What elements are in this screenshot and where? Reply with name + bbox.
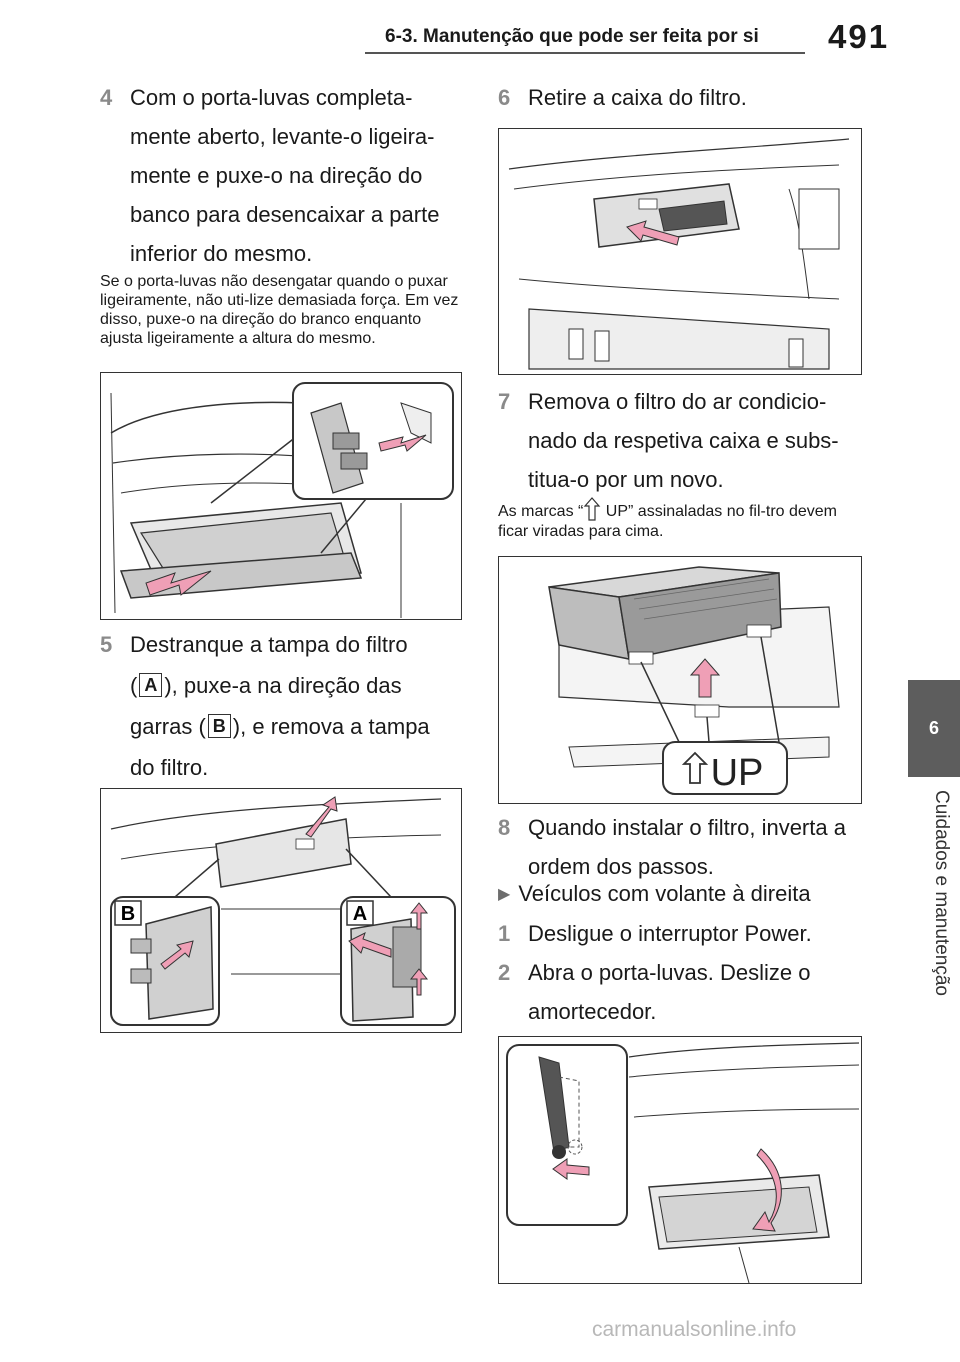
label-badge-b: B <box>207 714 231 738</box>
step-number: 2 <box>498 960 511 985</box>
step-number: 8 <box>498 815 511 840</box>
bullet-text: Veículos com volante à direita <box>518 881 811 906</box>
step-text: Retire a caixa do filtro. <box>528 85 747 110</box>
up-arrow-icon <box>584 497 601 521</box>
step-number: 6 <box>498 85 511 110</box>
chapter-tab[interactable]: 6 <box>908 680 960 777</box>
step-number: 5 <box>100 632 113 657</box>
step5-line1: Destranque a tampa do filtro <box>130 632 408 657</box>
step-number: 7 <box>498 389 511 414</box>
note-up-marks-after: UP” assinaladas no fil-tro devem ficar v… <box>498 503 838 540</box>
step-6: 6 Retire a caixa do filtro. <box>498 78 860 117</box>
page-header: 6-3. Manutenção que pode ser feita por s… <box>0 0 960 62</box>
step5-line3b: ), e remova a tampa <box>232 714 430 739</box>
step-text: Desligue o interruptor Power. <box>528 921 812 946</box>
note-glovebox: Se o porta-luvas não desengatar quando o… <box>100 273 459 347</box>
figure-label-a: A <box>353 903 367 925</box>
header-divider <box>365 52 805 54</box>
step-text: Quando instalar o filtro, inverta a orde… <box>528 815 846 879</box>
label-badge-a: A <box>139 673 163 697</box>
watermark: carmanualsonline.info <box>592 1318 797 1341</box>
step5-line2: ), puxe-a na direção das <box>164 673 402 698</box>
step-7: 7 Remova o filtro do ar condicio-nado da… <box>498 382 860 499</box>
step-number: 4 <box>100 85 113 110</box>
step-4: 4 Com o porta-luvas completa-mente abert… <box>100 78 460 273</box>
triangle-bullet-icon: ▶ <box>498 886 511 903</box>
step-5: 5 Destranque a tampa do filtro (A), puxe… <box>100 624 460 788</box>
paren-open: ( <box>130 673 138 698</box>
figure-filter-cover: B A <box>100 788 462 1033</box>
step5-line3a: garras ( <box>130 714 206 739</box>
step-2: 2 Abra o porta-luvas. Deslize o amortece… <box>498 953 860 1031</box>
note-up-marks-before: As marcas “ <box>498 503 584 520</box>
figure-filter-case <box>498 128 862 375</box>
section-right-hand-drive: ▶ Veículos com volante à direita <box>498 878 860 911</box>
section-title: 6-3. Manutenção que pode ser feita por s… <box>385 26 759 47</box>
step-8: 8 Quando instalar o filtro, inverta a or… <box>498 808 860 886</box>
step-text: Destranque a tampa do filtro (A), puxe-a… <box>130 624 460 788</box>
step-1: 1 Desligue o interruptor Power. <box>498 914 860 953</box>
chapter-name: Cuidados e manutenção <box>931 790 952 996</box>
up-label: UP <box>711 752 764 794</box>
filter-cover-illustration: B A <box>110 796 456 1026</box>
filter-up-illustration: UP <box>548 566 840 795</box>
note-up-marks: As marcas “ UP” assinaladas no fil-tro d… <box>498 496 860 541</box>
step-text: Com o porta-luvas completa-mente aberto,… <box>130 85 440 266</box>
glovebox-illustration <box>110 382 454 618</box>
figure-filter-up-marking: UP <box>498 556 862 804</box>
filter-case-illustration <box>508 138 850 370</box>
figure-glovebox-removal <box>100 372 462 620</box>
figure-damper <box>498 1036 862 1284</box>
step-text: Abra o porta-luvas. Deslize o amortecedo… <box>528 960 811 1024</box>
step-text: Remova o filtro do ar condicio-nado da r… <box>528 389 839 492</box>
chapter-number: 6 <box>928 718 939 738</box>
step-number: 1 <box>498 921 511 946</box>
step5-line4: do filtro. <box>130 755 209 780</box>
figure-label-b: B <box>121 903 135 925</box>
page-number: 491 <box>828 18 890 55</box>
damper-illustration <box>506 1042 860 1283</box>
